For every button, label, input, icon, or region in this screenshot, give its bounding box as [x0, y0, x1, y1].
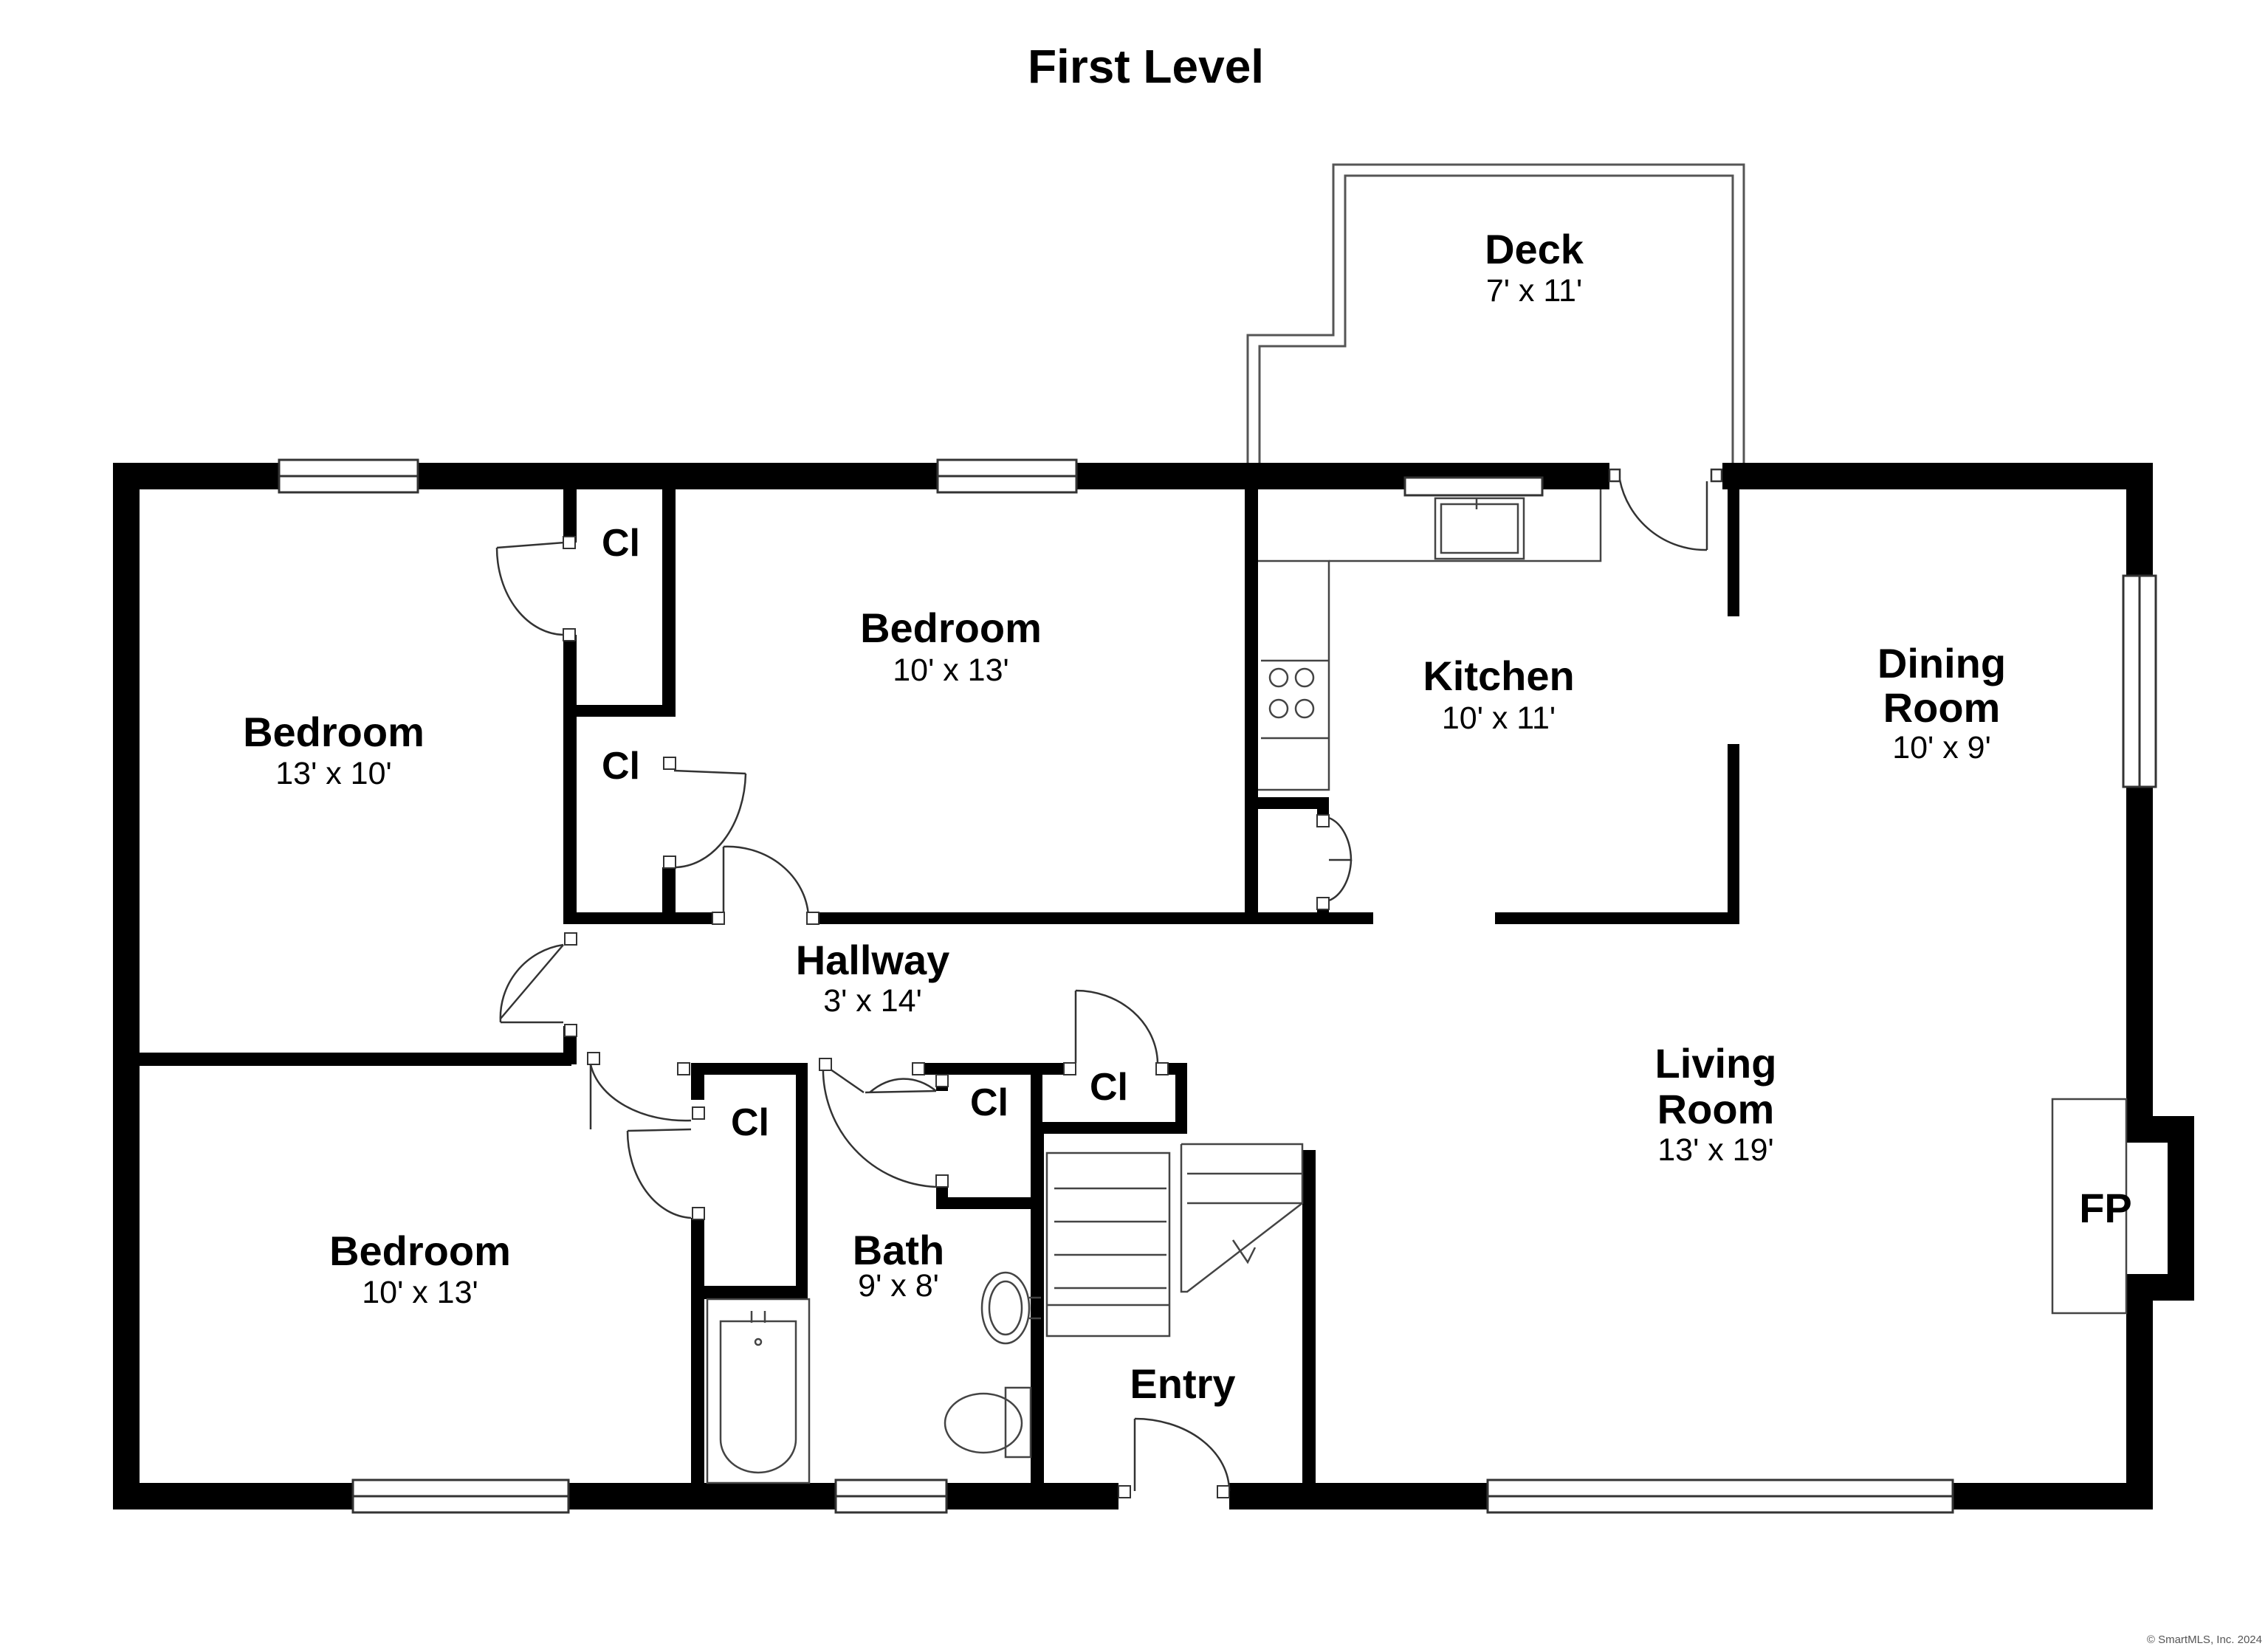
doors [495, 468, 1723, 1492]
closet-label-3: Cl [731, 1101, 769, 1144]
closet-label-4: Cl [970, 1081, 1008, 1124]
bath-fixtures [706, 1271, 1041, 1484]
kitchen-dims: 10' x 11' [1442, 700, 1556, 736]
dining-name-line2: Room [1883, 684, 2001, 731]
door-jambs [563, 536, 1330, 1498]
bedroom-tl-dims: 13' x 10' [275, 756, 391, 791]
bedroom-bl-name: Bedroom [329, 1228, 511, 1274]
hallway-name: Hallway [796, 937, 950, 983]
bedroom-bl-dims: 10' x 13' [362, 1275, 478, 1310]
living-name-line1: Living [1655, 1040, 1777, 1087]
closet-label-1: Cl [602, 522, 640, 565]
bedroom-tl-name: Bedroom [243, 709, 425, 755]
dining-name-line1: Dining [1877, 640, 2006, 686]
closet-label-5: Cl [1090, 1066, 1128, 1109]
hallway-dims: 3' x 14' [823, 983, 922, 1019]
dining-dims: 10' x 9' [1892, 730, 1991, 765]
bath-dims: 9' x 8' [858, 1268, 939, 1304]
fireplace-label: FP [2079, 1185, 2132, 1231]
bath-name: Bath [853, 1227, 944, 1273]
copyright-note: © SmartMLS, Inc. 2024 [2147, 1633, 2262, 1646]
kitchen-name: Kitchen [1423, 653, 1574, 699]
deck-name: Deck [1485, 226, 1584, 272]
windows [278, 458, 2157, 1514]
bedroom-tc-dims: 10' x 13' [893, 653, 1008, 688]
fireplace [2051, 1098, 2128, 1315]
living-name-line2: Room [1657, 1086, 1775, 1132]
kitchen-fixtures [1258, 489, 1602, 791]
entry-name: Entry [1130, 1360, 1235, 1407]
plan-title: First Level [1028, 40, 1264, 93]
deck-dims: 7' x 11' [1486, 273, 1582, 309]
closet-label-2: Cl [602, 745, 640, 788]
bedroom-tc-name: Bedroom [860, 605, 1042, 651]
living-dims: 13' x 19' [1657, 1132, 1773, 1168]
stairs [1045, 1143, 1304, 1338]
deck-outline [1246, 163, 1745, 464]
